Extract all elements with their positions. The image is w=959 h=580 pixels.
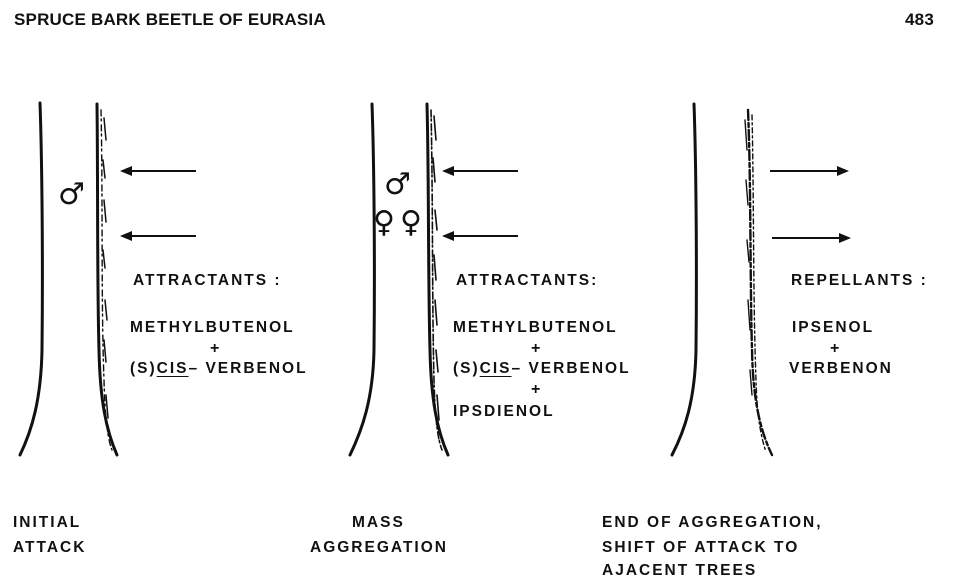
caption-2-line-2: AGGREGATION <box>310 537 448 559</box>
panel-1-compound-2: (S)CIS– VERBENOL <box>130 358 308 380</box>
caption-1-line-1: INITIAL <box>13 512 81 534</box>
panel-2-heading: ATTRACTANTS: <box>456 270 598 292</box>
panel-1-compound-1: METHYLBUTENOL <box>130 317 295 339</box>
panel-3-plus-1: + <box>830 341 839 357</box>
panel-2-plus-2: + <box>531 382 540 398</box>
panel-3-compound-2: VERBENON <box>789 358 893 380</box>
female-symbol-icon: ♀ <box>400 208 422 238</box>
panel-3-heading: REPELLANTS : <box>791 270 928 292</box>
tree-3 <box>672 104 772 455</box>
caption-2-line-1: MASS <box>352 512 405 534</box>
tree-2 <box>350 104 448 455</box>
male-symbol-icon: ♂ <box>384 170 411 200</box>
panel-2-compound-1: METHYLBUTENOL <box>453 317 618 339</box>
panel-2-compound-2: (S)CIS– VERBENOL <box>453 358 631 380</box>
tree-1 <box>20 103 117 455</box>
caption-3-line-2: SHIFT OF ATTACK TO <box>602 537 799 559</box>
caption-3-line-1: END OF AGGREGATION, <box>602 512 823 534</box>
caption-1-line-2: ATTACK <box>13 537 86 559</box>
panel-1-plus-1: + <box>210 341 219 357</box>
arrows <box>122 171 849 238</box>
panel-2-plus-1: + <box>531 341 540 357</box>
panel-2-compound-3: IPSDIENOL <box>453 401 555 423</box>
male-symbol-icon: ♂ <box>58 180 85 210</box>
panel-1-heading: ATTRACTANTS : <box>133 270 282 292</box>
female-symbol-icon: ♀ <box>373 208 395 238</box>
panel-3-compound-1: IPSENOL <box>792 317 874 339</box>
caption-3-line-3: AJACENT TREES <box>602 560 757 580</box>
